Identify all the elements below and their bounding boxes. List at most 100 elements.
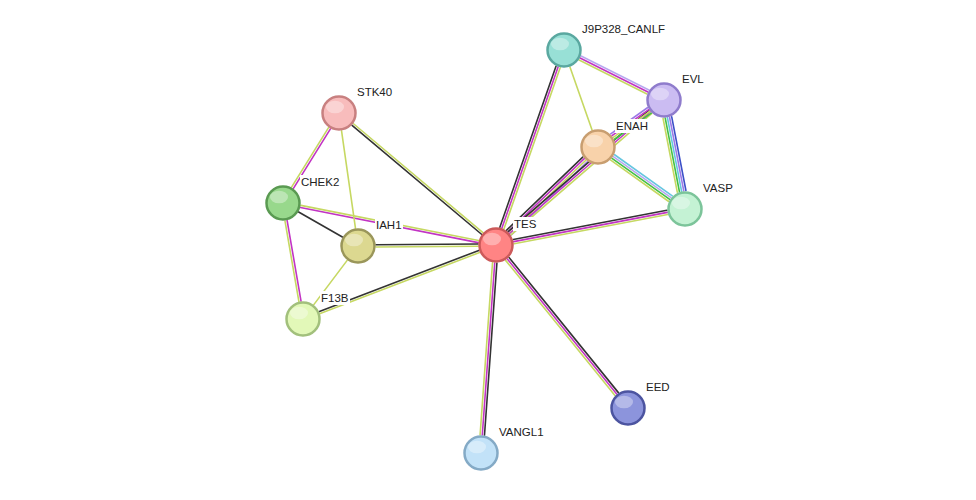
evidence-line bbox=[352, 125, 481, 234]
evidence-line bbox=[508, 159, 584, 232]
protein-label: TES bbox=[513, 217, 537, 231]
node-disc bbox=[465, 437, 498, 470]
protein-node: STK40 bbox=[321, 95, 357, 131]
node-circle bbox=[478, 227, 514, 263]
node-circle bbox=[265, 185, 301, 221]
node-highlight bbox=[585, 135, 603, 148]
node-disc bbox=[480, 229, 513, 262]
interaction-edge bbox=[508, 110, 652, 235]
evidence-line bbox=[612, 158, 670, 199]
evidence-line bbox=[482, 263, 494, 435]
evidence-line bbox=[502, 67, 558, 228]
node-highlight bbox=[468, 441, 486, 454]
evidence-line bbox=[613, 111, 650, 137]
evidence-line bbox=[504, 68, 560, 229]
evidence-line bbox=[376, 243, 478, 245]
interaction-edge bbox=[352, 124, 483, 235]
interaction-edge bbox=[376, 244, 478, 247]
node-disc bbox=[548, 34, 581, 67]
evidence-line bbox=[611, 160, 669, 201]
protein-node: F13B bbox=[285, 301, 321, 337]
evidence-line bbox=[319, 250, 478, 311]
protein-node: ENAH bbox=[580, 129, 616, 165]
node-disc bbox=[648, 84, 681, 117]
interaction-edge bbox=[506, 258, 619, 396]
interaction-edge bbox=[500, 66, 560, 228]
interaction-edge bbox=[480, 263, 497, 435]
node-disc bbox=[582, 131, 615, 164]
interaction-edge bbox=[300, 205, 478, 242]
evidence-line bbox=[301, 205, 479, 240]
interaction-edge bbox=[342, 131, 356, 228]
protein-node: VASP bbox=[667, 191, 703, 227]
evidence-line bbox=[300, 208, 478, 243]
node-circle bbox=[285, 301, 321, 337]
evidence-line bbox=[509, 258, 618, 393]
node-circle bbox=[610, 390, 646, 426]
interaction-edge bbox=[319, 250, 479, 313]
evidence-line bbox=[513, 210, 667, 239]
node-highlight bbox=[270, 191, 288, 204]
interaction-edge bbox=[611, 108, 652, 139]
evidence-line bbox=[613, 157, 671, 198]
evidence-line bbox=[570, 67, 592, 130]
node-circle bbox=[667, 191, 703, 227]
evidence-line bbox=[376, 245, 478, 247]
node-highlight bbox=[290, 307, 308, 320]
node-circle bbox=[463, 435, 499, 471]
evidence-line bbox=[663, 119, 677, 193]
evidence-line bbox=[615, 155, 673, 196]
interaction-edge bbox=[663, 117, 686, 192]
node-highlight bbox=[345, 234, 363, 247]
evidence-line bbox=[581, 56, 649, 90]
protein-node: VANGL1 bbox=[463, 435, 499, 471]
evidence-line bbox=[508, 110, 649, 231]
node-circle bbox=[340, 228, 376, 264]
evidence-line bbox=[514, 212, 668, 241]
evidence-line bbox=[580, 58, 648, 92]
protein-label: VASP bbox=[702, 181, 734, 195]
evidence-line bbox=[299, 212, 343, 237]
node-circle bbox=[580, 129, 616, 165]
evidence-line bbox=[665, 118, 679, 192]
node-disc bbox=[612, 392, 645, 425]
evidence-line bbox=[353, 124, 482, 233]
protein-node: TES bbox=[478, 227, 514, 263]
interaction-edge bbox=[507, 157, 588, 235]
interaction-edge bbox=[299, 212, 343, 237]
node-highlight bbox=[651, 88, 669, 101]
interaction-edge bbox=[285, 221, 301, 302]
node-highlight bbox=[672, 197, 690, 210]
node-highlight bbox=[551, 38, 569, 51]
protein-label: CHEK2 bbox=[300, 175, 340, 189]
protein-label: EED bbox=[645, 380, 671, 394]
node-disc bbox=[669, 193, 702, 226]
interaction-edge bbox=[513, 210, 667, 244]
evidence-line bbox=[612, 110, 649, 136]
evidence-line bbox=[615, 113, 652, 139]
node-disc bbox=[342, 230, 375, 263]
node-highlight bbox=[615, 396, 633, 409]
node-circle bbox=[646, 82, 682, 118]
node-disc bbox=[323, 97, 356, 130]
protein-label: STK40 bbox=[356, 85, 393, 99]
node-highlight bbox=[326, 101, 344, 114]
protein-label: VANGL1 bbox=[498, 425, 545, 439]
interaction-edge bbox=[579, 56, 649, 94]
evidence-line bbox=[342, 131, 356, 228]
node-highlight bbox=[483, 233, 501, 246]
protein-node: CHEK2 bbox=[265, 185, 301, 221]
protein-label: ENAH bbox=[615, 119, 649, 133]
evidence-line bbox=[506, 260, 615, 395]
interaction-edge bbox=[611, 155, 673, 201]
evidence-line bbox=[480, 263, 492, 435]
protein-node: J9P328_CANLF bbox=[546, 32, 582, 68]
evidence-line bbox=[320, 252, 479, 313]
node-disc bbox=[287, 303, 320, 336]
evidence-line bbox=[579, 60, 647, 94]
evidence-line bbox=[287, 221, 301, 302]
protein-node: IAH1 bbox=[340, 228, 376, 264]
node-disc bbox=[267, 187, 300, 220]
protein-node: EVL bbox=[646, 82, 682, 118]
